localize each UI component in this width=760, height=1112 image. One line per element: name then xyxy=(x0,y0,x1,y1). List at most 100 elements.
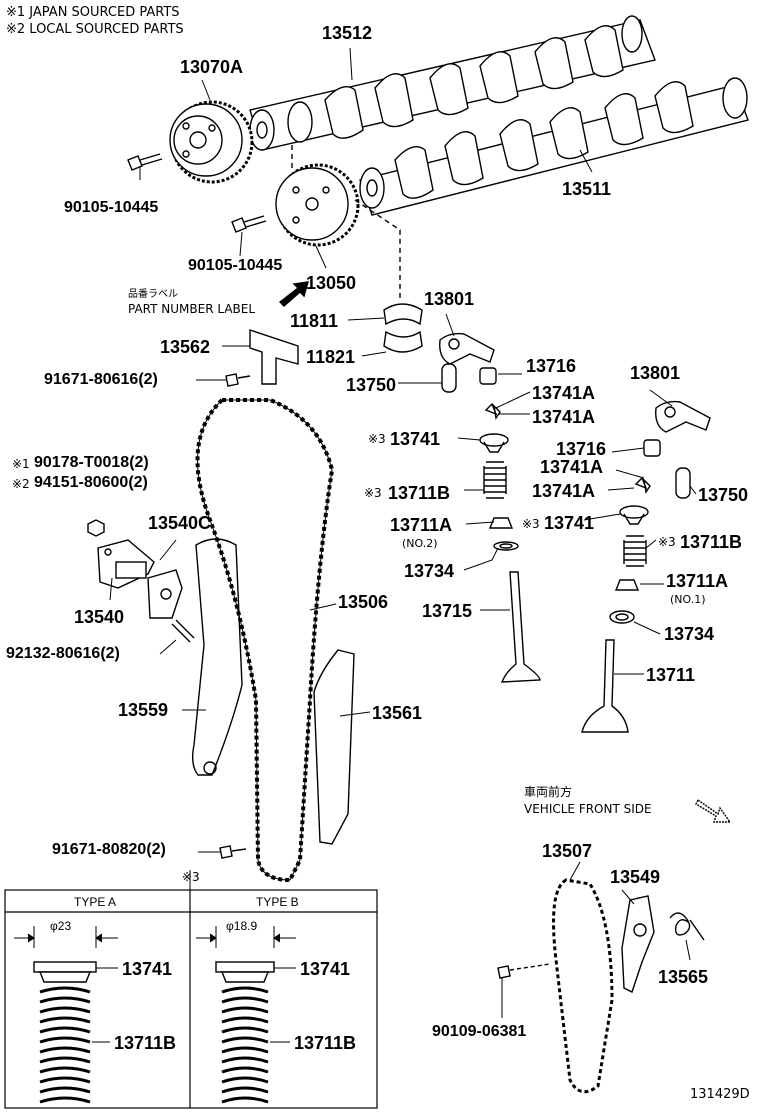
label-13711B-a: 13711B xyxy=(388,483,451,503)
label-13711A-a: 13711A xyxy=(390,515,453,535)
label-13512: 13512 xyxy=(322,23,373,43)
star3-13711B-a: ※3 xyxy=(364,486,382,500)
inset-label-13711B-a: 13711B xyxy=(114,1033,177,1053)
vehicle-front-jp: 車両前方 xyxy=(524,785,573,799)
slipper-13559 xyxy=(191,538,243,776)
label-13750-b: 13750 xyxy=(698,485,749,505)
label-13050: 13050 xyxy=(306,273,357,293)
label-13506: 13506 xyxy=(338,592,389,612)
rocker-arm-13801-a xyxy=(439,332,495,365)
keeper-13741A-b xyxy=(634,476,651,494)
nut-90178 xyxy=(87,519,105,537)
rocker-arm-13801-b xyxy=(655,400,711,433)
label-90105-10445-b: 90105-10445 xyxy=(188,257,283,274)
label-90109-06381: 90109-06381 xyxy=(432,1023,527,1040)
valve-13715 xyxy=(500,571,541,683)
spring-13711B-b xyxy=(623,535,647,567)
star2-inline: ※2 xyxy=(12,477,30,491)
note-local-sourced: ※2 LOCAL SOURCED PARTS xyxy=(6,22,184,37)
label-13711B-b: 13711B xyxy=(680,532,743,552)
label-13741A-c: 13741A xyxy=(540,457,604,477)
inset-label-13741-b: 13741 xyxy=(300,959,351,979)
seat-13711A-a xyxy=(488,517,514,529)
label-13734-a: 13734 xyxy=(404,561,455,581)
cap-13716-b xyxy=(643,439,661,457)
stud-92132 xyxy=(171,619,195,643)
chain-guide-13562 xyxy=(249,329,299,385)
camshaft-13512 xyxy=(249,15,656,151)
washer-13734-a xyxy=(493,541,519,551)
camshaft-13511 xyxy=(359,77,749,216)
vehicle-front-arrow xyxy=(695,798,732,823)
label-13716-b: 13716 xyxy=(556,439,607,459)
label-13507: 13507 xyxy=(542,841,593,861)
inset-type-b-title: TYPE B xyxy=(256,895,299,909)
label-13562: 13562 xyxy=(160,337,211,357)
bolt-90109-06381 xyxy=(497,963,551,979)
label-13734-b: 13734 xyxy=(664,624,715,644)
part-number-label-jp: 品番ラベル xyxy=(128,289,178,300)
spring-type-b-coils xyxy=(221,986,269,1104)
label-90178-T0018: 90178-T0018(2) xyxy=(34,454,149,471)
bearing-11811 xyxy=(383,303,423,326)
label-13741-b: 13741 xyxy=(544,513,595,533)
star3-13741-a: ※3 xyxy=(368,432,386,446)
label-13565: 13565 xyxy=(658,967,709,987)
label-13711A-b: 13711A xyxy=(666,571,729,591)
gasket-13540C xyxy=(147,569,183,619)
note-star3: ※3 xyxy=(182,870,200,884)
spring-13711B-a xyxy=(483,461,507,499)
label-13801-b: 13801 xyxy=(630,363,681,383)
spring-type-a-coils xyxy=(39,986,91,1104)
label-91671-80820: 91671-80820(2) xyxy=(52,841,166,858)
vehicle-front-text: VEHICLE FRONT SIDE xyxy=(524,802,652,816)
star3-13741-b: ※3 xyxy=(522,517,540,531)
label-92132-80616: 92132-80616(2) xyxy=(6,645,120,662)
spring-type-inset xyxy=(4,870,378,1109)
vvt-gear-13070A xyxy=(169,100,254,184)
label-13711: 13711 xyxy=(646,665,696,685)
seat-13711A-b xyxy=(614,579,640,591)
inset-label-13711B-b: 13711B xyxy=(294,1033,357,1053)
bolt-90105-10445-a xyxy=(127,153,163,171)
label-13549: 13549 xyxy=(610,867,661,887)
label-13741-a: 13741 xyxy=(390,429,441,449)
inset-type-b-diameter: φ18.9 xyxy=(226,919,258,933)
cam-gear-13050 xyxy=(275,163,360,247)
timing-chain-13506 xyxy=(195,398,335,883)
diagram-id: 131429D xyxy=(690,1087,750,1102)
retainer-13741-a xyxy=(479,433,509,453)
label-13540: 13540 xyxy=(74,607,125,627)
label-13716-a: 13716 xyxy=(526,356,577,376)
label-no1: (NO.1) xyxy=(670,593,706,606)
oil-pump-chain-13507 xyxy=(552,878,614,1094)
label-91671-80616: 91671-80616(2) xyxy=(44,371,158,388)
part-number-label-arrow xyxy=(278,281,309,307)
star3-13711B-b: ※3 xyxy=(658,535,676,549)
bolt-91671-80820 xyxy=(219,845,247,859)
label-11821: 11821 xyxy=(306,347,356,367)
label-13715: 13715 xyxy=(422,601,473,621)
label-13511: 13511 xyxy=(562,179,612,199)
label-13741A-d: 13741A xyxy=(532,481,596,501)
label-13559: 13559 xyxy=(118,700,169,720)
inset-type-a-title: TYPE A xyxy=(74,895,117,909)
inset-type-a-diameter: φ23 xyxy=(50,919,72,933)
retainer-13741-b xyxy=(619,505,649,525)
lifter-13750-b xyxy=(675,467,691,499)
note-japan-sourced: ※1 JAPAN SOURCED PARTS xyxy=(6,5,180,20)
spring-13565 xyxy=(669,912,705,941)
valve-13711 xyxy=(581,639,629,733)
bolt-91671-80616 xyxy=(225,373,251,387)
lifter-13750-a xyxy=(441,363,457,393)
keeper-13741A-a xyxy=(484,402,501,420)
label-13801-a: 13801 xyxy=(424,289,475,309)
bolt-90105-10445-b xyxy=(231,215,267,233)
tensioner-13540 xyxy=(97,539,155,589)
washer-13734-b xyxy=(609,610,635,624)
label-13540C: 13540C xyxy=(148,513,212,533)
label-13741A-a: 13741A xyxy=(532,383,596,403)
label-90105-10445-a: 90105-10445 xyxy=(64,199,159,216)
label-13070A: 13070A xyxy=(180,57,244,77)
